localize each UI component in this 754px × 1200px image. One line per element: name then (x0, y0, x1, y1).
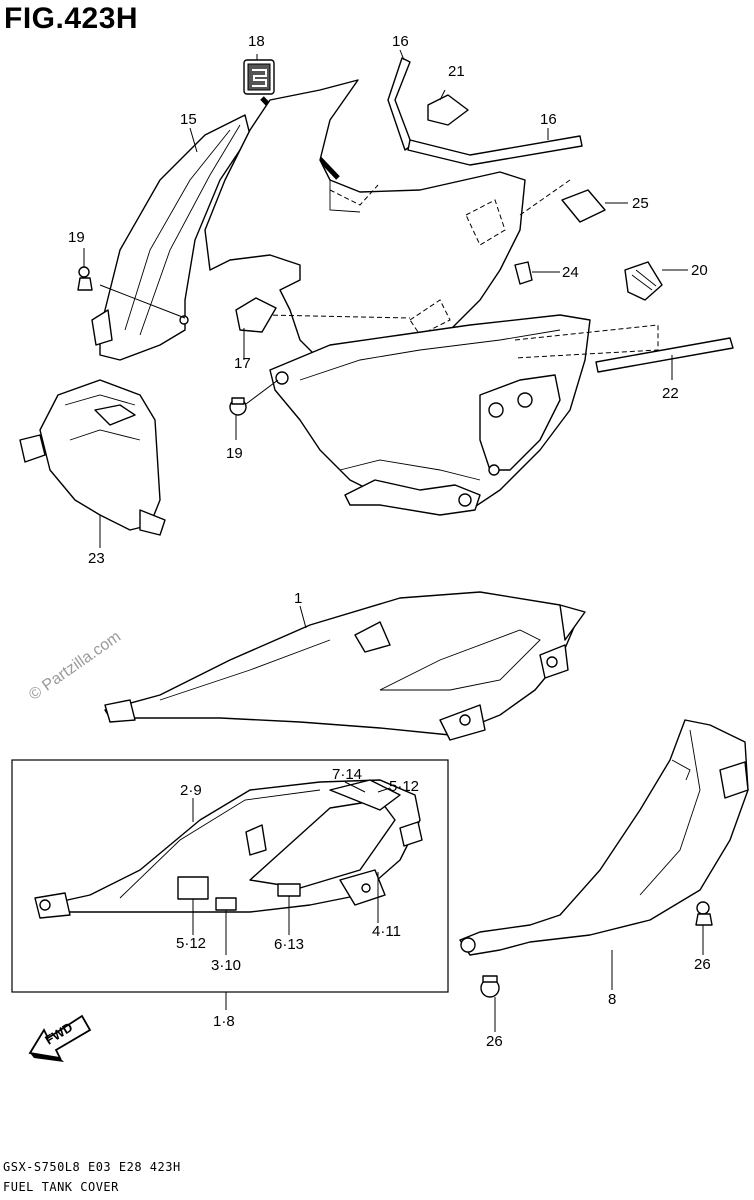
part-19-screw-lower (229, 397, 247, 416)
callout-5-12-lower: 5·12 (176, 935, 207, 952)
callout-26-lower: 26 (486, 1033, 503, 1050)
model-line: GSX-S750L8 E03 E28 423H (3, 1160, 181, 1174)
part-26-screw-right (695, 901, 713, 926)
callout-17: 17 (234, 355, 251, 372)
part-25-pad (561, 189, 606, 223)
callout-20: 20 (691, 262, 708, 279)
part-16-strip-vertical (387, 57, 413, 151)
callout-15: 15 (180, 111, 197, 128)
part-17-pad (235, 297, 277, 333)
inset-box (11, 759, 449, 993)
callout-1-8: 1·8 (213, 1013, 235, 1030)
callout-21: 21 (448, 63, 465, 80)
part-lower-frame (269, 314, 591, 516)
callout-19-lower: 19 (226, 445, 243, 462)
inset-assembly-1-8 (34, 779, 423, 919)
part-23-bracket (19, 379, 166, 536)
callout-1: 1 (294, 590, 303, 607)
callout-3-10: 3·10 (211, 957, 242, 974)
callout-26-right: 26 (694, 956, 711, 973)
callout-23: 23 (88, 550, 105, 567)
part-19-screw-upper (77, 266, 93, 291)
callout-2-9: 2·9 (180, 782, 202, 799)
fwd-arrow (28, 1014, 92, 1062)
callout-8: 8 (608, 991, 617, 1008)
part-15-upper-panel (91, 114, 251, 361)
part-8-side-cover (459, 719, 749, 956)
part-20-grommet (624, 261, 663, 301)
callout-18: 18 (248, 33, 265, 50)
callout-5-12-upper: 5·12 (389, 778, 420, 795)
part-21-pad (427, 94, 469, 126)
figure-caption: FUEL TANK COVER (3, 1180, 119, 1194)
callout-16-right: 16 (540, 111, 557, 128)
callout-19-upper: 19 (68, 229, 85, 246)
part-22-strip (514, 324, 734, 373)
callout-6-13: 6·13 (274, 936, 305, 953)
callout-4-11: 4·11 (372, 923, 401, 940)
callout-16-upper: 16 (392, 33, 409, 50)
part-16-strip-horizontal (407, 135, 583, 166)
part-26-screw-left (480, 975, 500, 998)
callout-22: 22 (662, 385, 679, 402)
callout-7-14: 7·14 (332, 766, 363, 783)
part-24-clip (514, 261, 533, 285)
callout-24: 24 (562, 264, 579, 281)
part-1-side-cover (104, 591, 586, 741)
figure-title: FIG.423H (4, 2, 139, 35)
part-18-emblem (243, 59, 275, 95)
callout-25: 25 (632, 195, 649, 212)
